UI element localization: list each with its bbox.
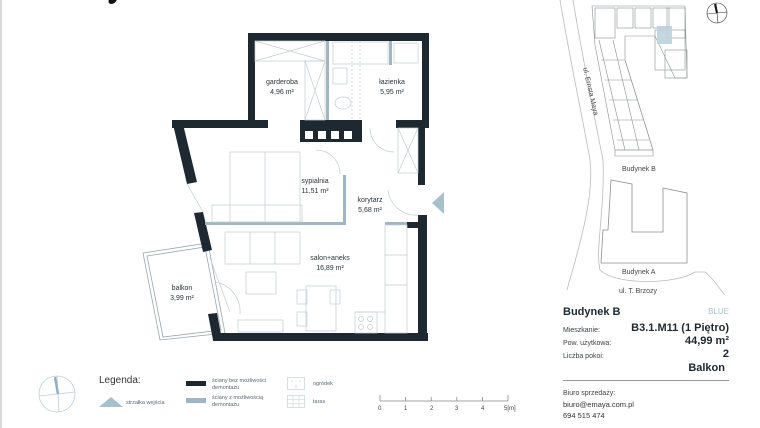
selected-unit-highlight <box>657 26 672 44</box>
scale-bar <box>379 395 509 402</box>
garden-icon <box>287 377 305 390</box>
room-name: salon+aneks <box>310 255 350 262</box>
removable-walls <box>205 41 407 225</box>
room-name: balkon <box>171 285 193 292</box>
room-area: 11,51 m² <box>301 188 329 195</box>
room-area: 5,95 m² <box>380 89 404 96</box>
floor-plan <box>142 33 444 341</box>
legend-removable-wall: ściany z możliwością demontażu <box>212 395 264 408</box>
terrace-icon <box>287 395 305 408</box>
legend-terrace: taras <box>313 399 326 405</box>
info-row-area: Pow. użytkowa: 44,99 m² <box>563 335 729 347</box>
sales-phone[interactable]: 694 515 474 <box>563 411 605 420</box>
scale-tick: 0 <box>378 406 382 412</box>
legend-garden: ogródek <box>313 381 333 387</box>
legend-fixed-wall: ściany bez możliwości demontażu <box>212 378 267 391</box>
info-row-rooms: Liczba pokoi: 2 <box>563 348 729 360</box>
room-name: łazienka <box>379 79 405 86</box>
room-area: 5,68 m² <box>358 207 382 214</box>
building-title: Budynek B <box>563 306 621 318</box>
color-tag: BLUE <box>708 307 729 316</box>
legend-entry: strzałka wejścia <box>126 400 165 406</box>
scale-tick: 3 <box>455 406 459 412</box>
room-name: korytarz <box>357 197 383 204</box>
room-lazienka: łazienka 5,95 m² <box>372 78 412 98</box>
info-row-balcony: Balkon <box>688 362 725 374</box>
scale-tick: 2 <box>430 406 434 412</box>
site-map <box>559 0 728 296</box>
room-area: 16,89 m² <box>316 265 344 272</box>
fixed-wall-swatch <box>186 381 206 386</box>
room-garderoba: garderoba 4,96 m² <box>262 78 302 98</box>
scale-tick: 1 <box>404 406 408 412</box>
room-area: 3,99 m² <box>170 295 194 302</box>
building-a-outline <box>600 179 688 264</box>
entry-arrow-icon <box>432 192 444 214</box>
removable-wall-swatch <box>186 398 206 403</box>
compass-icon <box>38 375 76 413</box>
info-row-apartment: Mieszkanie: B3.1.M11 (1 Piętro) <box>563 322 729 334</box>
room-area: 4,96 m² <box>270 89 294 96</box>
room-salon: salon+aneks 16,89 m² <box>305 254 355 274</box>
sales-office-label: Biuro sprzedaży: <box>563 390 616 397</box>
scale-tick: 4 <box>481 406 485 412</box>
room-balkon: balkon 3,99 m² <box>162 284 202 304</box>
room-korytarz: korytarz 5,68 m² <box>350 196 390 216</box>
street-label-brzozy: ul. T. Brzozy <box>619 288 657 295</box>
scale-tick: 5[m] <box>504 406 516 412</box>
page-edge <box>0 0 2 428</box>
sales-email-link[interactable]: biuro@emaya.com.pl <box>563 400 634 409</box>
room-name: garderoba <box>266 79 298 86</box>
furniture <box>186 40 419 334</box>
building-a-label: Budynek A <box>622 269 656 276</box>
legend-title: Legenda: <box>99 375 141 386</box>
info-divider <box>563 380 729 381</box>
room-name: sypialnia <box>301 178 329 185</box>
building-b-label: Budynek B <box>622 166 656 173</box>
map-compass-icon <box>706 2 728 24</box>
entry-arrow-legend-icon <box>99 397 123 407</box>
room-sypialnia: sypialnia 11,51 m² <box>295 177 335 197</box>
